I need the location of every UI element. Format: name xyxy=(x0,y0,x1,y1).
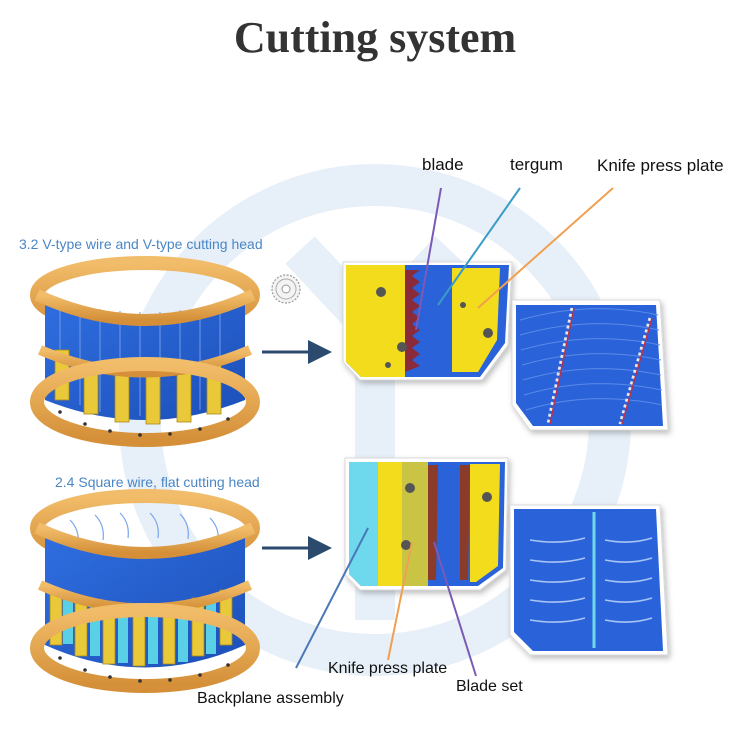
page-title: Cutting system xyxy=(233,13,517,62)
leader-backplane-assembly xyxy=(295,527,369,669)
v-type-drum-illustration xyxy=(30,256,260,447)
label-blade: blade xyxy=(422,155,464,174)
square-wire-drum-illustration xyxy=(30,489,260,693)
label-backplane-assembly: Backplane assembly xyxy=(197,690,344,707)
leader-knife-press-plate-bottom xyxy=(387,541,413,661)
leader-knife-press-plate-top xyxy=(477,187,614,309)
label-knife-press-plate-bottom: Knife press plate xyxy=(328,660,448,677)
section-subtitle-v-type: 3.2 V-type wire and V-type cutting head xyxy=(19,236,263,252)
label-tergum: tergum xyxy=(510,155,563,174)
label-knife-press-plate-top: Knife press plate xyxy=(597,156,724,175)
leader-blade-set xyxy=(433,541,477,677)
square-wire-blade-detail xyxy=(344,457,509,591)
section-subtitle-square-wire: 2.4 Square wire, flat cutting head xyxy=(55,474,260,490)
label-blade-set: Blade set xyxy=(456,678,523,695)
v-type-wire-panel-detail xyxy=(511,299,669,431)
v-type-blade-detail xyxy=(342,261,513,381)
gear-icon xyxy=(271,274,301,304)
leader-tergum xyxy=(437,187,521,306)
square-wire-panel-detail xyxy=(509,504,669,656)
leader-blade xyxy=(415,187,442,331)
